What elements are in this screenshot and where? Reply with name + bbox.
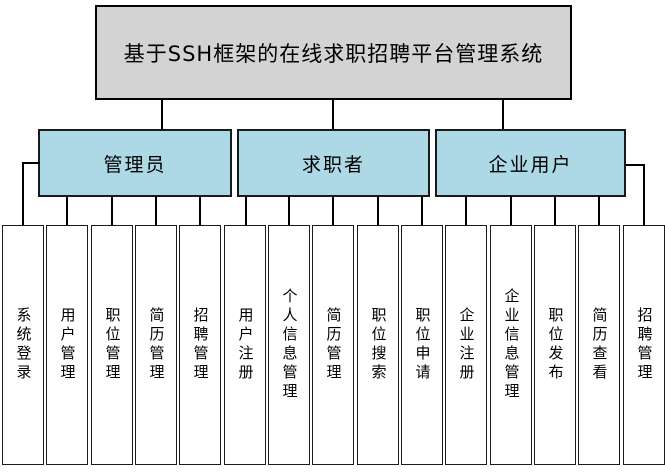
connector-line [465,196,467,226]
leaf-enterprise-register: 企业注册 [445,225,487,465]
leaf-label: 职位发布 [546,307,565,383]
connector-line [643,164,645,226]
connector-line [22,162,24,226]
leaf-system-login: 系统登录 [2,225,44,465]
leaf-label: 招聘管理 [635,307,654,383]
connector-line [66,196,68,226]
leaf-label: 用户管理 [58,307,77,383]
leaf-label: 个人信息管理 [280,288,299,402]
leaf-recruitment-management: 招聘管理 [623,225,665,465]
connector-line [332,100,334,129]
leaf-position-management: 职位管理 [91,225,133,465]
connector-line [510,196,512,226]
root-node-title: 基于SSH框架的在线求职招聘平台管理系统 [95,5,572,100]
leaf-label: 职位搜索 [369,307,388,383]
group-node-enterprise: 企业用户 [435,129,626,197]
leaf-user-management: 用户管理 [46,225,88,465]
connector-line [155,196,157,226]
leaf-user-register: 用户注册 [224,225,266,465]
leaf-label: 职位管理 [103,307,122,383]
connector-line [502,100,504,129]
leaf-label: 企业信息管理 [502,288,521,402]
leaf-resume-view: 简历查看 [578,225,620,465]
connector-line [377,196,379,226]
leaf-personal-info-management: 个人信息管理 [268,225,310,465]
leaf-label: 简历管理 [147,307,166,383]
connector-line [332,196,334,226]
connector-line [22,162,40,164]
connector-line [199,196,201,226]
connector-line [288,196,290,226]
leaf-resume-management: 简历管理 [312,225,354,465]
connector-line [245,196,247,226]
connector-line [161,100,163,129]
leaf-label: 招聘管理 [191,307,210,383]
leaf-label: 简历查看 [590,307,609,383]
connector-line [626,164,645,166]
group-node-admin: 管理员 [38,129,232,197]
leaf-enterprise-info-management: 企业信息管理 [490,225,532,465]
leaf-position-apply: 职位申请 [401,225,443,465]
leaf-resume-management: 简历管理 [135,225,177,465]
leaf-label: 简历管理 [324,307,343,383]
leaf-recruitment-management: 招聘管理 [179,225,221,465]
leaf-label: 企业注册 [457,307,476,383]
leaf-position-publish: 职位发布 [534,225,576,465]
connector-line [554,196,556,226]
leaf-position-search: 职位搜索 [357,225,399,465]
connector-line [598,196,600,226]
leaf-label: 系统登录 [14,307,33,383]
connector-line [111,196,113,226]
leaf-label: 用户注册 [236,307,255,383]
leaf-label: 职位申请 [413,307,432,383]
group-node-jobseeker: 求职者 [237,129,430,197]
connector-line [421,196,423,226]
